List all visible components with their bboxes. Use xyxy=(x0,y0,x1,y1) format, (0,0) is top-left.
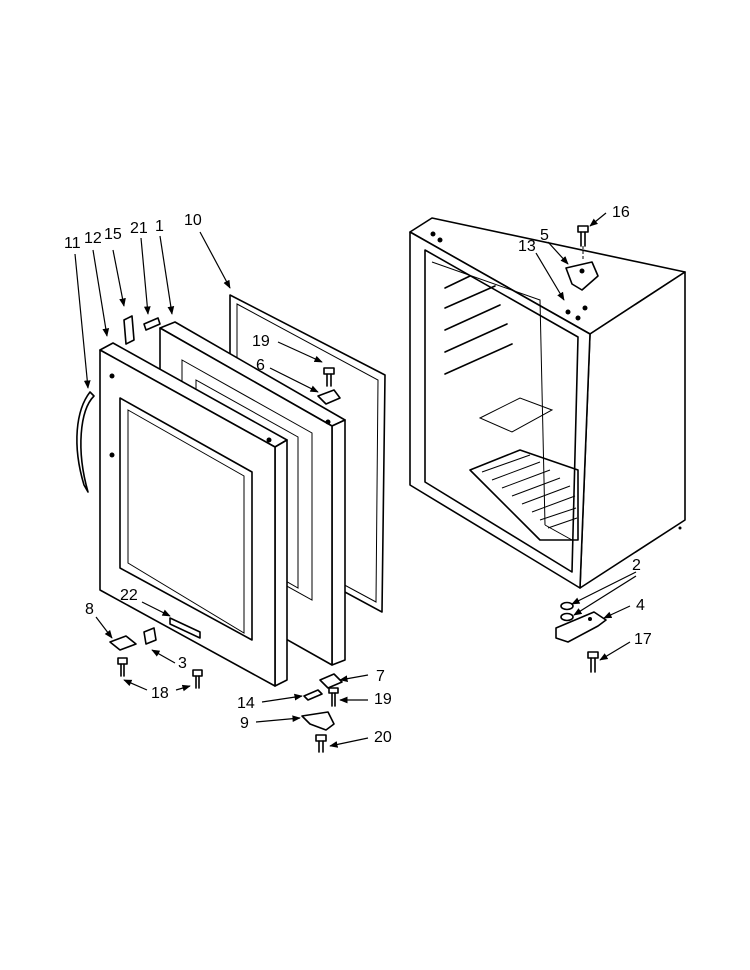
washers-2 xyxy=(560,601,574,622)
callout-14: 14 xyxy=(237,695,255,712)
callout-4: 4 xyxy=(636,597,645,614)
door-handle xyxy=(76,391,95,493)
callout-19-lower: 19 xyxy=(374,691,392,708)
callout-3: 3 xyxy=(178,655,187,672)
callout-16: 16 xyxy=(612,204,630,221)
callout-15: 15 xyxy=(104,226,122,243)
spacer-14 xyxy=(303,689,323,701)
screw-17 xyxy=(587,651,599,673)
callout-6: 6 xyxy=(256,357,265,374)
cover-3 xyxy=(143,627,157,645)
bracket-8 xyxy=(109,635,137,651)
screw-20 xyxy=(315,734,327,753)
badge-22 xyxy=(169,617,201,639)
callout-19-upper: 19 xyxy=(252,333,270,350)
callout-13: 13 xyxy=(518,238,536,255)
top-hinge xyxy=(565,261,599,291)
callout-21: 21 xyxy=(130,220,148,237)
callout-labels: 11 12 15 21 1 10 19 6 22 8 3 18 7 14 19 … xyxy=(64,204,652,746)
callout-8: 8 xyxy=(85,601,94,618)
door-frame xyxy=(99,342,288,687)
hinge-screw-16 xyxy=(577,225,589,260)
callout-17: 17 xyxy=(634,631,652,648)
callout-7: 7 xyxy=(376,668,385,685)
callout-10: 10 xyxy=(184,212,202,229)
shelf-rails xyxy=(444,275,513,375)
strip-15 xyxy=(123,315,135,345)
bracket-7 xyxy=(319,673,343,689)
screw-19-upper xyxy=(323,367,335,387)
leader-lines xyxy=(74,212,637,748)
callout-9: 9 xyxy=(240,715,249,732)
cabinet xyxy=(409,217,686,589)
screw-21 xyxy=(143,317,161,331)
callout-5: 5 xyxy=(540,227,549,244)
callout-1: 1 xyxy=(155,218,164,235)
screws-18 xyxy=(117,657,203,689)
cabinet-grille xyxy=(469,449,579,541)
screw-19-lower xyxy=(328,687,339,707)
bottom-hinge-4 xyxy=(555,611,607,643)
callout-22: 22 xyxy=(120,587,138,604)
callout-11: 11 xyxy=(64,235,81,252)
callout-12: 12 xyxy=(84,230,102,247)
callout-20: 20 xyxy=(374,729,392,746)
callout-18: 18 xyxy=(151,685,169,702)
callout-2: 2 xyxy=(632,557,641,574)
bottom-hinge-9 xyxy=(301,711,335,731)
door-top-hinge-6 xyxy=(317,389,341,405)
